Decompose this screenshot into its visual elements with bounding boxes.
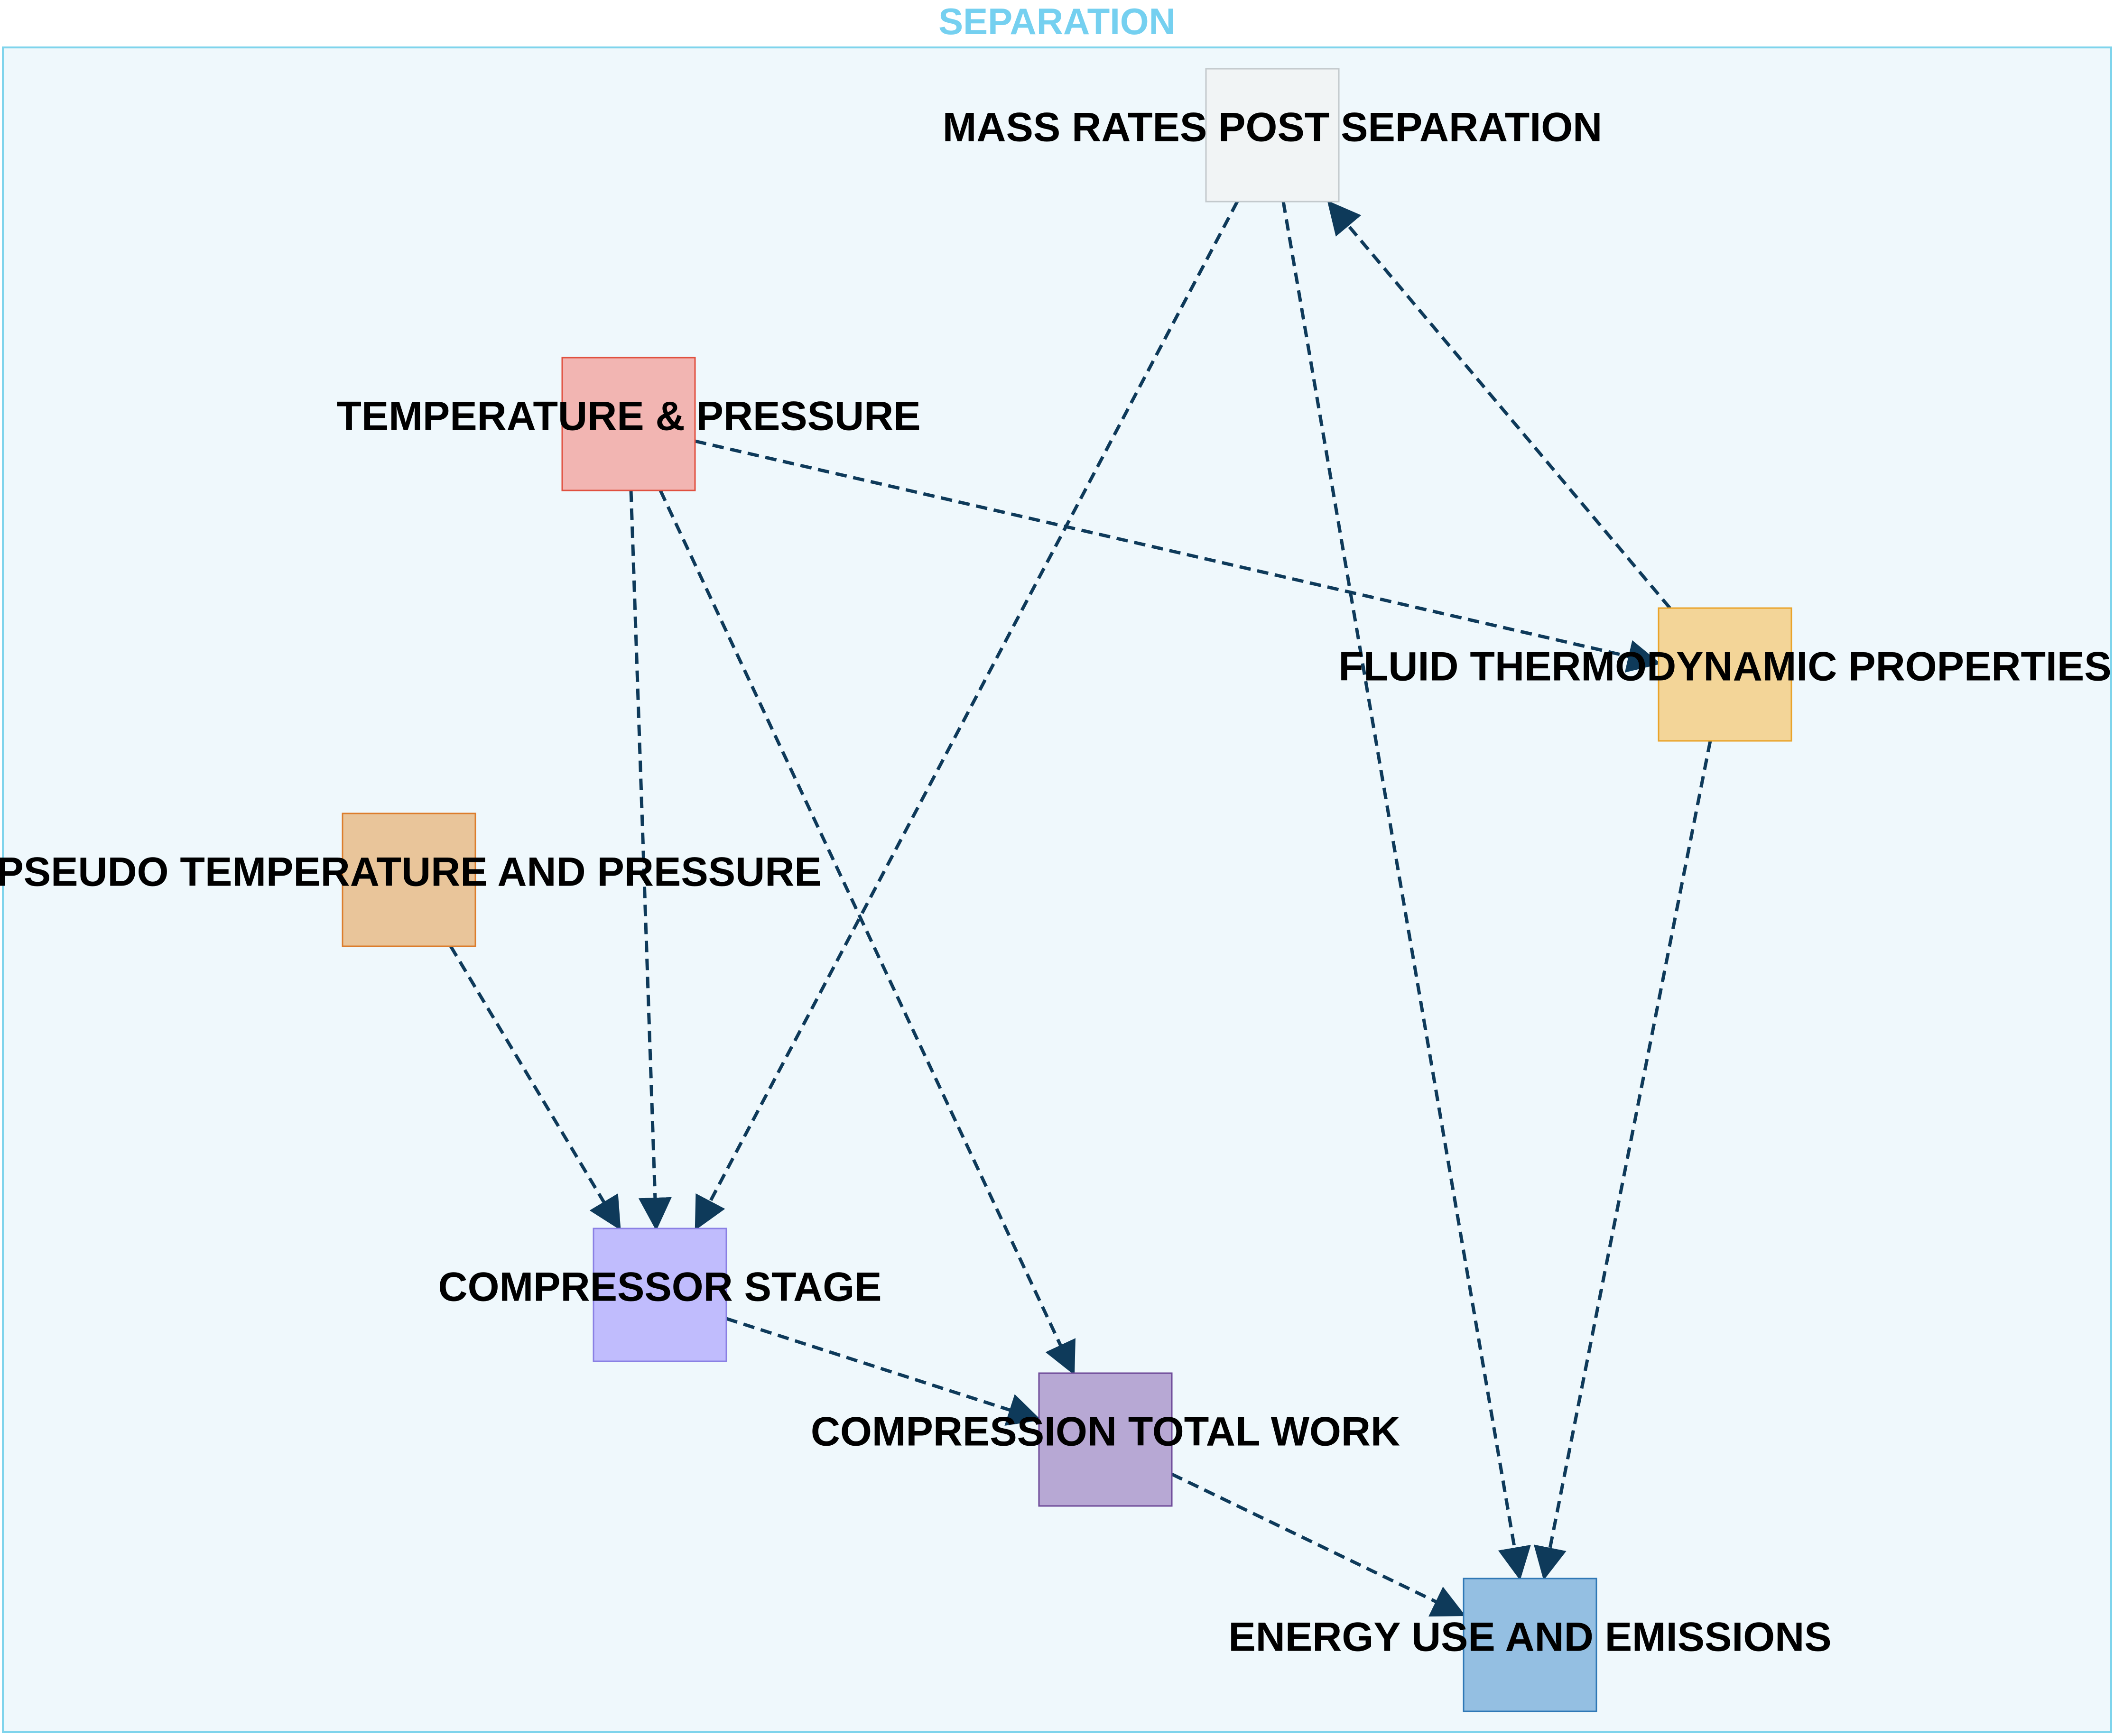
- node-box[interactable]: [593, 1228, 727, 1362]
- node-label: ENERGY USE AND EMISSIONS: [1228, 1615, 1831, 1660]
- edge-pseudo-tp-to-compressor-stage: [449, 945, 621, 1231]
- node-label: COMPRESSION TOTAL WORK: [811, 1409, 1400, 1455]
- node-box[interactable]: [1205, 68, 1340, 203]
- node-box[interactable]: [1038, 1372, 1173, 1507]
- node-label: PSEUDO TEMPERATURE AND PRESSURE: [0, 850, 822, 895]
- edges-layer: [449, 200, 1712, 1617]
- node-energy-use-emissions[interactable]: ENERGY USE AND EMISSIONS: [1228, 1578, 1832, 1712]
- edge-compressor-stage-to-total-work: [725, 1317, 1041, 1426]
- node-temperature-pressure[interactable]: TEMPERATURE & PRESSURE: [336, 357, 921, 491]
- node-fluid-thermodynamic-properties[interactable]: FLUID THERMODYNAMIC PROPERTIES: [1338, 607, 2112, 742]
- edge-temp-pressure-to-total-work: [658, 489, 1076, 1376]
- node-compression-total-work[interactable]: COMPRESSION TOTAL WORK: [811, 1372, 1400, 1507]
- node-label: TEMPERATURE & PRESSURE: [336, 394, 920, 439]
- node-box[interactable]: [561, 357, 696, 491]
- node-box[interactable]: [1463, 1578, 1597, 1712]
- edge-fluid-props-to-mass-rates: [1327, 200, 1671, 609]
- edge-fluid-props-to-energy: [1533, 740, 1712, 1580]
- group-title: SEPARATION: [938, 0, 1176, 42]
- node-box[interactable]: [342, 813, 476, 947]
- node-label: FLUID THERMODYNAMIC PROPERTIES: [1338, 644, 2111, 690]
- node-compressor-stage[interactable]: COMPRESSOR STAGE: [438, 1228, 882, 1362]
- node-box[interactable]: [1658, 607, 1792, 742]
- edge-temp-pressure-to-compressor-stage: [629, 490, 672, 1231]
- node-mass-rates[interactable]: MASS RATES POST SEPARATION: [943, 68, 1602, 203]
- edge-temp-pressure-to-fluid-props: [695, 439, 1661, 673]
- edge-mass-rates-to-compressor-stage: [695, 201, 1239, 1231]
- node-pseudo-temperature-pressure[interactable]: PSEUDO TEMPERATURE AND PRESSURE: [0, 813, 822, 947]
- node-label: MASS RATES POST SEPARATION: [943, 105, 1602, 150]
- node-label: COMPRESSOR STAGE: [438, 1265, 882, 1310]
- edge-mass-rates-to-energy: [1281, 201, 1531, 1580]
